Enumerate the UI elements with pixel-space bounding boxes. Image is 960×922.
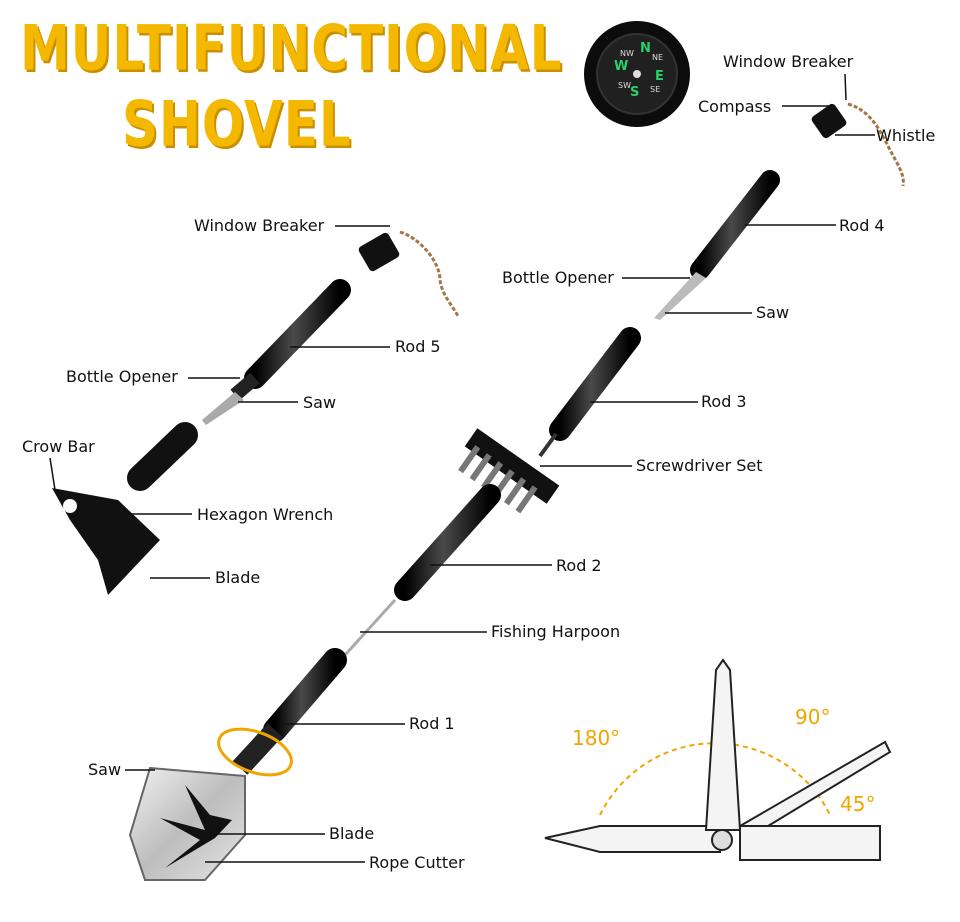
rod4-icon: [654, 170, 780, 320]
compass-ne: NE: [652, 53, 663, 62]
window-breaker-whistle-icon: [811, 102, 905, 187]
compass-e: E: [655, 69, 664, 84]
label-blade-axe: Blade: [215, 568, 261, 587]
label-compass: Compass: [698, 97, 772, 116]
title-line-1: MULTIFUNCTIONAL: [20, 12, 563, 85]
label-window-breaker-top: Window Breaker: [723, 52, 854, 71]
label-bottle-opener-left: Bottle Opener: [66, 367, 178, 386]
screwdriver-set-icon: [458, 428, 560, 514]
rod5-icon: [202, 279, 351, 425]
leader-lines: [49, 73, 875, 863]
label-saw-shovel: Saw: [88, 760, 122, 779]
label-window-breaker-left: Window Breaker: [194, 216, 325, 235]
folding-diagram-icon: [544, 658, 892, 861]
label-rod3: Rod 3: [701, 392, 747, 411]
label-fishing-harpoon: Fishing Harpoon: [491, 622, 621, 641]
angle-180: 180°: [572, 726, 621, 750]
label-blade-shovel: Blade: [329, 824, 375, 843]
label-screwdriver-set: Screwdriver Set: [636, 456, 763, 475]
label-hexagon-wrench: Hexagon Wrench: [197, 505, 334, 524]
compass-n: N: [640, 41, 651, 56]
label-crow-bar: Crow Bar: [22, 437, 95, 456]
label-whistle: Whistle: [876, 126, 936, 145]
compass-w: W: [614, 59, 628, 74]
shovel-blade-icon: [128, 766, 246, 881]
label-rod4: Rod 4: [839, 216, 885, 235]
label-rod2: Rod 2: [556, 556, 602, 575]
label-rod5: Rod 5: [395, 337, 441, 356]
label-saw-right: Saw: [756, 303, 790, 322]
rod2-icon: [394, 484, 501, 601]
label-rope-cutter: Rope Cutter: [369, 853, 465, 872]
compass-sw: SW: [618, 81, 631, 90]
rod3-icon: [538, 327, 641, 458]
rod1-icon: [217, 648, 347, 777]
axe-head-icon: [52, 422, 198, 595]
window-breaker-icon: [358, 230, 460, 317]
label-saw-left: Saw: [303, 393, 337, 412]
compass-icon: N E S W NE SE SW NW: [584, 21, 690, 127]
compass-se: SE: [650, 85, 660, 94]
angle-45: 45°: [840, 792, 876, 816]
fishing-harpoon-icon: [343, 598, 397, 657]
angle-90: 90°: [795, 705, 831, 729]
compass-nw: NW: [620, 49, 634, 58]
label-rod1: Rod 1: [409, 714, 455, 733]
title-line-2: SHOVEL: [122, 88, 352, 161]
label-bottle-opener-right: Bottle Opener: [502, 268, 614, 287]
compass-s: S: [630, 85, 639, 100]
